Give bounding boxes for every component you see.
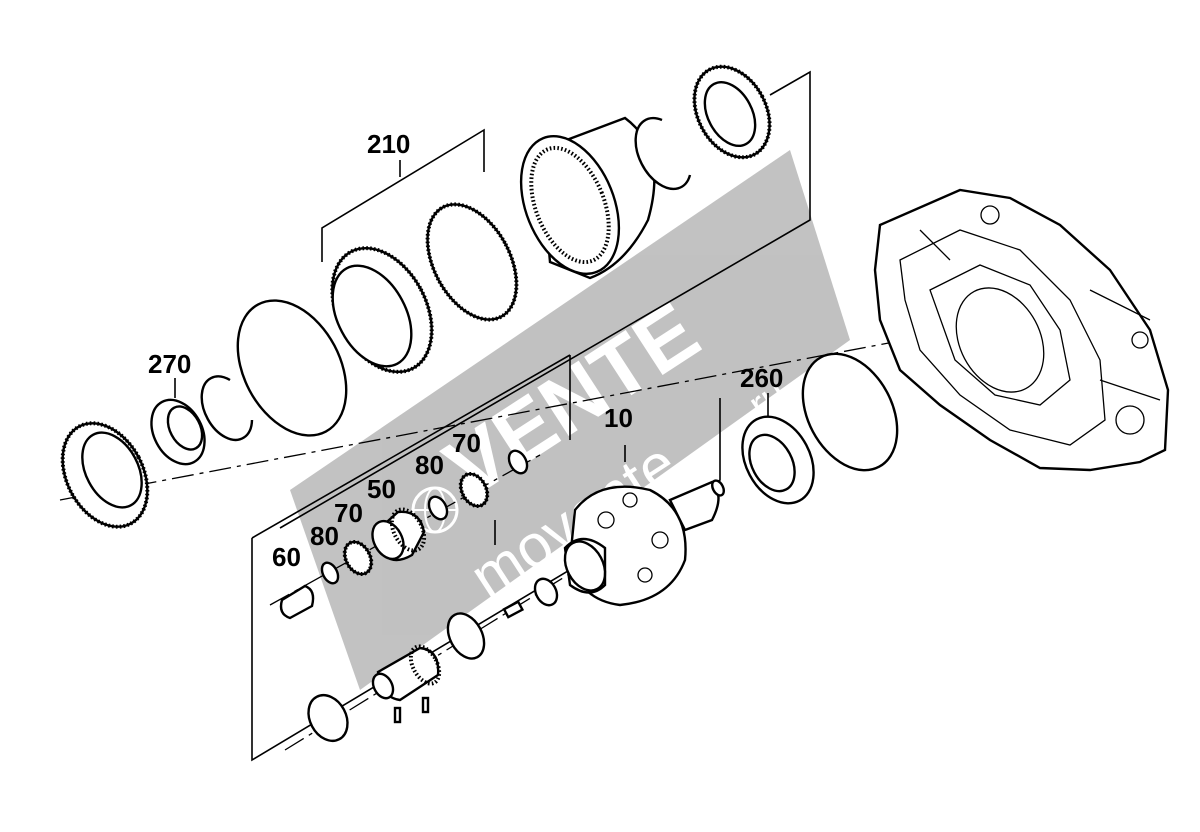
- planet-pin-60: [279, 584, 315, 620]
- washer-80-lower: [320, 561, 340, 585]
- callout-50: 50: [367, 474, 396, 504]
- callout-10: 10: [604, 403, 633, 433]
- synchro-ring-left: [60, 421, 150, 529]
- planet-gear-50: [371, 507, 427, 562]
- bearing-260: [741, 415, 815, 505]
- synchro-ring-right: [692, 64, 772, 160]
- group-bracket-10: [251, 354, 721, 762]
- callout-60: 60: [272, 542, 301, 572]
- o-ring-260-large: [801, 352, 899, 472]
- callout-70-upper: 70: [452, 428, 481, 458]
- transmission-housing: [873, 188, 1170, 472]
- callout-70-lower: 70: [334, 498, 363, 528]
- ring-gear: [519, 116, 656, 280]
- washer-80-upper: [427, 495, 449, 521]
- callout-260: 260: [740, 363, 783, 393]
- clutch-plate-210: [425, 202, 519, 322]
- callout-270: 270: [148, 349, 191, 379]
- splined-shaft: [371, 644, 442, 702]
- needle-bearing-70-upper: [458, 471, 490, 509]
- bearing-race-lower-right: [446, 612, 486, 660]
- pins-lower: [393, 696, 430, 724]
- planet-carrier-10: [563, 480, 720, 607]
- callout-80-upper: 80: [415, 450, 444, 480]
- thrust-washer: [533, 577, 559, 607]
- o-ring-large: [236, 299, 348, 437]
- needle-bearing-70-lower: [342, 539, 374, 577]
- group-bracket-outer: [279, 70, 811, 529]
- small-washer: [711, 479, 725, 497]
- clutch-drum-210: [330, 246, 434, 374]
- snap-ring-small: [200, 375, 254, 442]
- snap-ring-right: [634, 116, 692, 191]
- callout-80-lower: 80: [310, 521, 339, 551]
- callout-210: 210: [367, 129, 410, 159]
- bearing-270: [150, 398, 206, 466]
- group-bracket-210: [321, 128, 485, 262]
- washer-top: [507, 449, 529, 475]
- bearing-race-lower-left: [307, 693, 349, 743]
- pin-small: [502, 600, 525, 619]
